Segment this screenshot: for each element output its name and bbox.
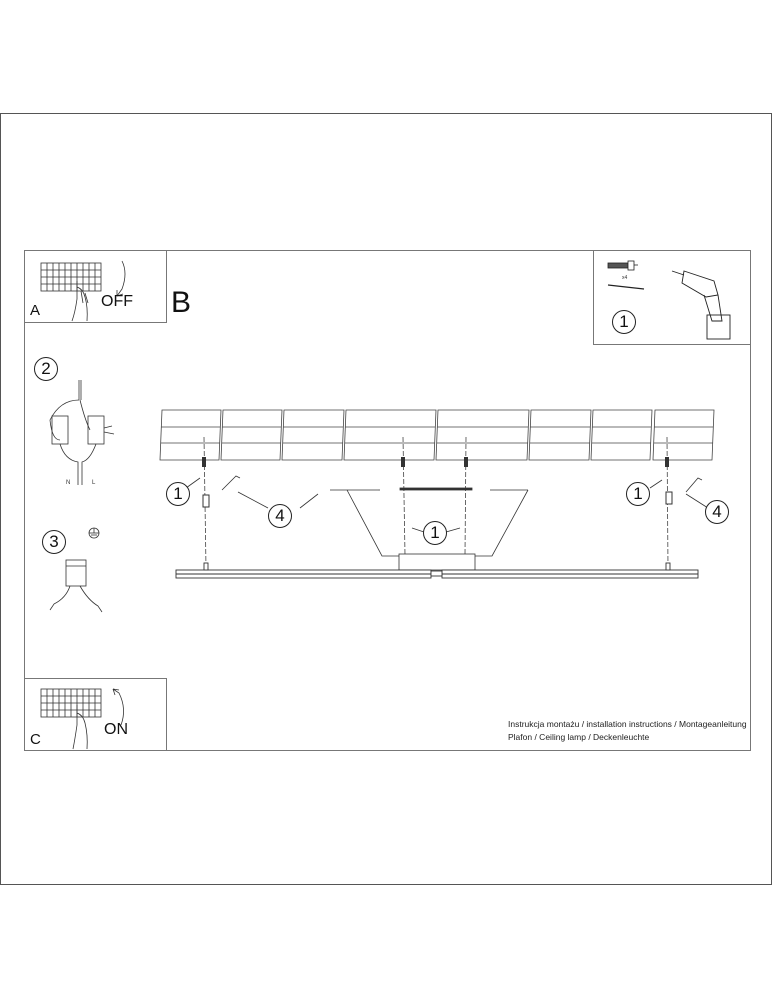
panel-a-power-off: A OFF: [24, 250, 167, 323]
page-border: [0, 113, 772, 885]
wall-plug-icon: [607, 260, 638, 271]
callout-1-left: 1: [166, 482, 190, 506]
circuit-breaker-icon: [40, 260, 126, 322]
document-title: Instrukcja montażu / installation instru…: [508, 719, 747, 729]
panel-letter-a: A: [30, 302, 41, 319]
neutral-label: N: [66, 480, 70, 486]
step-number-2: 2: [34, 357, 58, 381]
document-footer: Instrukcja montażu / installation instru…: [508, 718, 747, 744]
callout-4-left: 4: [268, 504, 292, 528]
step-number-1: 1: [612, 310, 636, 334]
drill-icon: [671, 270, 731, 340]
ceiling-panels: [159, 409, 715, 461]
power-off-label: OFF: [101, 293, 133, 310]
lamp-body: [175, 562, 699, 579]
panel-c-power-on: C ON: [24, 678, 167, 751]
tools-illustration: x4: [607, 260, 731, 340]
callout-1-right: 1: [626, 482, 650, 506]
callout-1-center: 1: [423, 521, 447, 545]
panel-letter-b: B: [171, 286, 192, 319]
quantity-label: x4: [622, 275, 628, 281]
ground-icon: [88, 527, 100, 539]
circuit-breaker-icon: [40, 688, 124, 750]
screw-icon: [607, 284, 645, 290]
ground-connector-illustration: [49, 527, 103, 613]
step-number-3: 3: [42, 530, 66, 554]
wiring-connector-illustration: N L: [49, 380, 115, 486]
panel-letter-c: C: [30, 731, 41, 748]
live-label: L: [92, 480, 96, 486]
document-subtitle: Plafon / Ceiling lamp / Deckenleuchte: [508, 732, 650, 742]
anchors: [202, 457, 673, 508]
instruction-frame: [24, 250, 751, 751]
tools-panel: x4 1: [593, 250, 751, 345]
callout-4-right: 4: [705, 500, 729, 524]
power-on-label: ON: [104, 721, 128, 738]
